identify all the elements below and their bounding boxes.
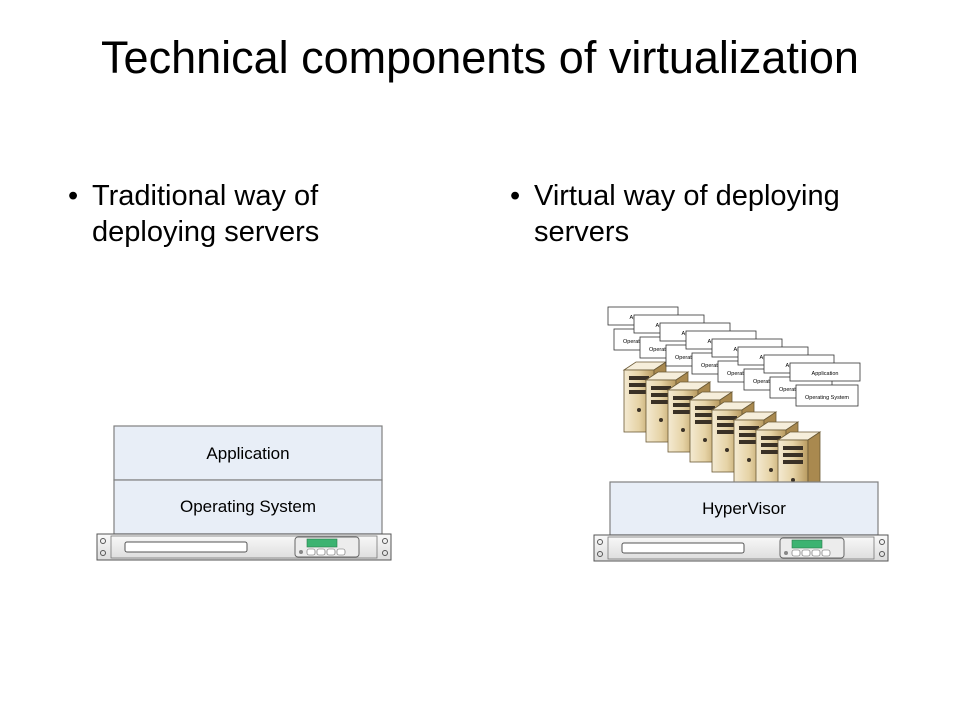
power-led [747, 458, 751, 462]
drive-bay [739, 426, 759, 430]
drive-bay [629, 383, 649, 387]
hypervisor-box [609, 481, 879, 536]
drive-bay [695, 420, 715, 424]
power-led [791, 478, 795, 482]
rack-server-virtual [593, 534, 889, 562]
rack-server-traditional [96, 533, 392, 561]
drive-bay [761, 436, 781, 440]
power-led [637, 408, 641, 412]
drive-bay [651, 386, 671, 390]
bullet-virtual: • Virtual way of deploying servers [510, 178, 894, 250]
application-label: Application [206, 444, 289, 463]
drive-bay [651, 393, 671, 397]
application-box [113, 425, 383, 481]
drive-bay [761, 443, 781, 447]
drive-bay [739, 433, 759, 437]
bullet-dot: • [510, 180, 521, 212]
drive-bay [717, 423, 737, 427]
drive-bay [783, 446, 803, 450]
drive-bay [629, 390, 649, 394]
hypervisor-stack: HyperVisor [609, 481, 879, 536]
drive-bay [783, 460, 803, 464]
bullet-traditional-text: Traditional way of deploying servers [92, 180, 320, 248]
operating-system-box [113, 479, 383, 535]
drive-bay [695, 413, 715, 417]
drive-bay [673, 410, 693, 414]
vm-os-card [795, 384, 859, 407]
drive-bay [673, 403, 693, 407]
power-led [725, 448, 729, 452]
traditional-stack: Application Operating System [113, 425, 383, 535]
bullet-virtual-text: Virtual way of deploying servers [534, 180, 840, 248]
drive-bay [761, 450, 781, 454]
drive-bay [717, 416, 737, 420]
drive-bay [629, 376, 649, 380]
drive-bay [651, 400, 671, 404]
drive-bay [739, 440, 759, 444]
operating-system-label: Operating System [180, 497, 316, 516]
power-led [703, 438, 707, 442]
vm-os-label: Operating System [805, 395, 849, 401]
bullet-dot: • [68, 180, 79, 212]
drive-bay [783, 453, 803, 457]
drive-bay [673, 396, 693, 400]
drive-bay [717, 430, 737, 434]
vm-application-card [789, 362, 861, 382]
slide-title: Technical components of virtualization [101, 32, 859, 83]
bullet-traditional: • Traditional way of deploying servers [68, 178, 412, 250]
vm-application-label: Application [812, 371, 839, 377]
power-led [769, 468, 773, 472]
power-led [659, 418, 663, 422]
hypervisor-label: HyperVisor [702, 499, 786, 518]
drive-bay [695, 406, 715, 410]
power-led [681, 428, 685, 432]
